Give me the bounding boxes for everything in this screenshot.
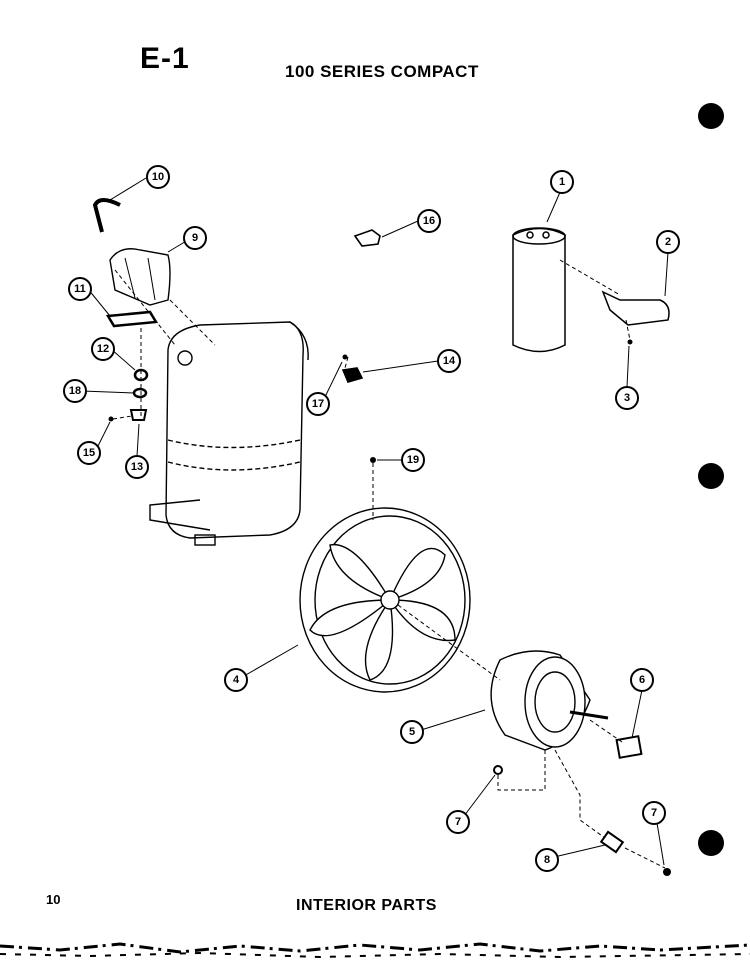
sheet-id: E-1 (140, 42, 190, 75)
part-15-screw (108, 416, 114, 422)
callout-markers (63, 165, 680, 872)
page-title: 100 SERIES COMPACT (285, 62, 479, 81)
callout-10: 10 (152, 171, 164, 183)
part-19-setscrew (370, 457, 376, 463)
callout-19: 19 (407, 454, 419, 466)
callout-15: 15 (83, 447, 95, 459)
callout-6: 6 (639, 674, 645, 686)
callout-1: 1 (559, 176, 565, 188)
part-1-capacitor (512, 227, 566, 353)
part-7-nut (493, 765, 503, 775)
page-number: 10 (46, 892, 61, 907)
scan-edge-noise (0, 942, 750, 959)
part-9-terminal-cover (109, 248, 171, 306)
callout-3: 3 (624, 392, 630, 404)
callout-7: 7 (455, 816, 461, 828)
part-8-spacer (599, 830, 625, 854)
callout-16: 16 (423, 215, 435, 227)
callout-7-second: 7 (651, 807, 657, 819)
part-5-fan-motor (490, 650, 609, 751)
part-11-gasket (105, 310, 159, 328)
callout-4: 4 (233, 674, 240, 686)
part-10-clip (92, 198, 121, 233)
callout-9: 9 (192, 232, 198, 244)
part-2-strap (601, 290, 670, 326)
part-13-grommet (129, 409, 148, 421)
callout-5: 5 (409, 726, 415, 738)
part-3-screw (627, 339, 633, 345)
callout-8: 8 (544, 854, 550, 866)
part-6-plate (615, 735, 643, 759)
binder-hole-bottom (698, 830, 724, 856)
binder-hole-middle (698, 463, 724, 489)
part-14-clamp (341, 367, 364, 383)
part-7-nut-2 (663, 868, 671, 876)
part-16-bracket (353, 229, 381, 247)
binder-hole-top (698, 103, 724, 129)
callout-12: 12 (97, 343, 109, 355)
callout-18: 18 (69, 385, 81, 397)
callout-14: 14 (443, 355, 456, 367)
callout-11: 11 (74, 283, 86, 295)
part-4-fan-blade (299, 507, 471, 693)
section-title: INTERIOR PARTS (296, 897, 437, 914)
part-18-washer (132, 387, 148, 399)
compressor (149, 321, 309, 546)
callout-13: 13 (131, 461, 143, 473)
part-17-screw (342, 354, 348, 360)
callout-2: 2 (665, 236, 671, 248)
callout-17: 17 (312, 398, 324, 410)
